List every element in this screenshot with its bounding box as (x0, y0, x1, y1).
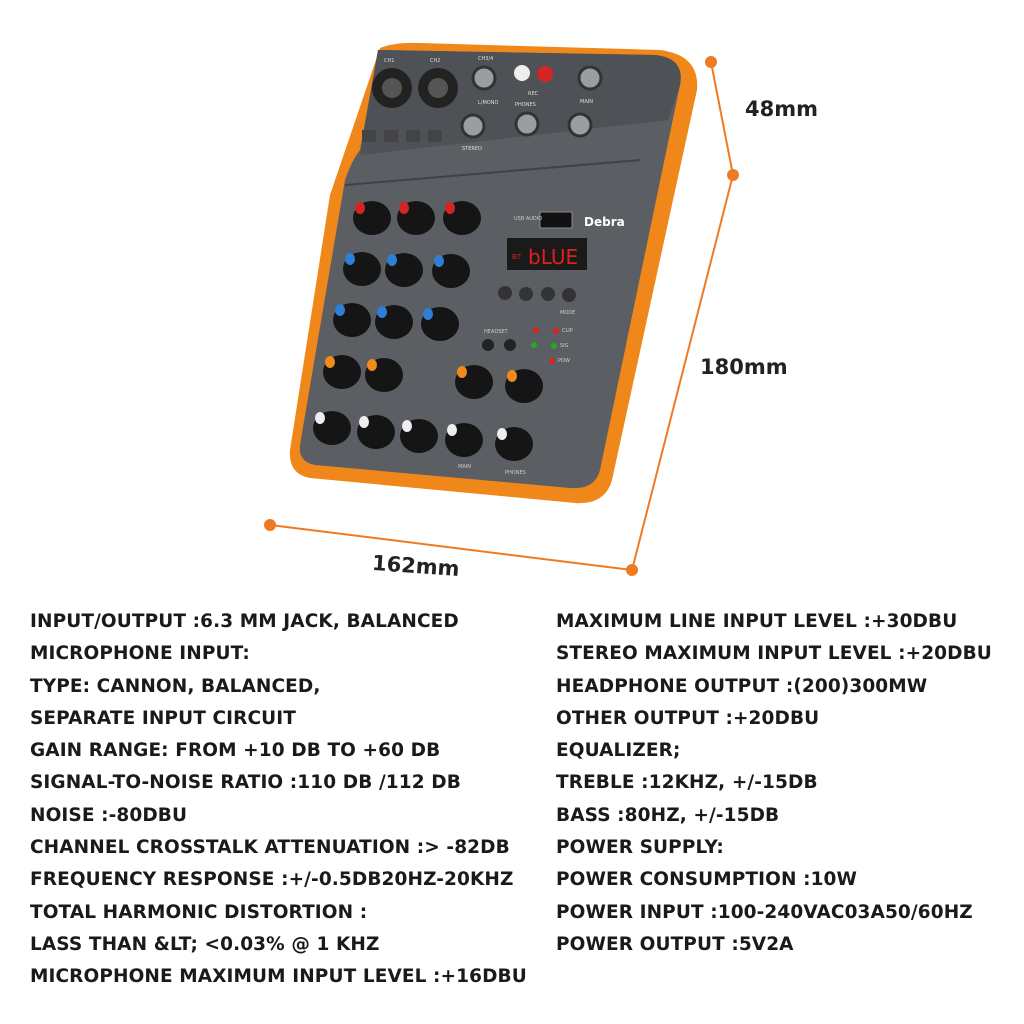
label-main: MAIN (580, 99, 593, 105)
display-prefix: BT (512, 253, 522, 261)
knob[interactable] (333, 303, 371, 337)
headset-jacks[interactable] (482, 339, 516, 351)
label-stereo: STEREO (462, 146, 482, 152)
knob[interactable] (397, 201, 435, 235)
brand-logo: Debra (584, 215, 625, 229)
knob[interactable] (375, 305, 413, 339)
spec-line: POWER INPUT :100-240VAC03A50/60HZ (556, 901, 973, 923)
knob[interactable] (421, 307, 459, 341)
label-ch2: CH2 (430, 58, 440, 64)
label-phones: PHONES (515, 102, 536, 108)
led-sig-label: SIG (560, 343, 569, 349)
spec-line: MICROPHONE INPUT: (30, 643, 250, 665)
specs-right-column: MAXIMUM LINE INPUT LEVEL :+30DBU STEREO M… (556, 606, 992, 961)
label-rec: REC (528, 91, 539, 97)
spec-line: HEADPHONE OUTPUT :(200)300MW (556, 675, 928, 697)
status-leds (531, 327, 559, 364)
headset-label: HEADSET (484, 329, 509, 335)
knob[interactable] (313, 411, 351, 445)
spec-line: POWER OUTPUT :5V2A (556, 933, 794, 955)
usb-port[interactable] (539, 211, 573, 229)
hiz-phantom-switches[interactable] (362, 130, 442, 142)
xlr-inputs[interactable] (372, 68, 458, 108)
dimension-depth: 180mm (700, 355, 788, 379)
spec-line: EQUALIZER; (556, 740, 681, 762)
led-clip-label: CLIP (562, 328, 573, 334)
knob[interactable] (455, 365, 493, 399)
knob[interactable] (353, 201, 391, 235)
knob[interactable] (365, 358, 403, 392)
knob[interactable] (400, 419, 438, 453)
spec-line: MAXIMUM LINE INPUT LEVEL :+30DBU (556, 611, 958, 632)
led-pow-label: POW (558, 358, 570, 364)
jack-inputs[interactable] (460, 65, 603, 139)
specs-left-column: INPUT/OUTPUT :6.3 MM JACK, BALANCED MICRO… (30, 606, 527, 994)
dimension-height: 48mm (745, 97, 818, 121)
label-ch1: CH1 (384, 58, 394, 64)
spec-line: TYPE: CANNON, BALANCED, (30, 675, 321, 697)
spec-line: CHANNEL CROSSTALK ATTENUATION :> -82DB (30, 837, 510, 859)
knob[interactable] (445, 423, 483, 457)
spec-line: BASS :80HZ, +/-15DB (556, 804, 780, 826)
spec-line: FREQUENCY RESPONSE :+/-0.5DB20HZ-20KHZ (30, 869, 514, 891)
dimension-lines (264, 56, 739, 576)
label-ch34: CH3/4 (478, 56, 493, 62)
rca-rec-jacks[interactable] (514, 65, 553, 82)
knob[interactable] (432, 254, 470, 288)
spec-line: OTHER OUTPUT :+20DBU (556, 707, 820, 729)
spec-line: TREBLE :12KHZ, +/-15DB (556, 772, 818, 794)
knob[interactable] (343, 252, 381, 286)
knob[interactable] (385, 253, 423, 287)
knobs[interactable] (313, 201, 543, 461)
mode-label: MODE (560, 310, 575, 316)
spec-line: TOTAL HARMONIC DISTORTION : (30, 901, 368, 923)
spec-line: POWER SUPPLY: (556, 837, 724, 859)
spec-line: STEREO MAXIMUM INPUT LEVEL :+20DBU (556, 643, 992, 665)
spec-line: LASS THAN &LT; <0.03% @ 1 KHZ (30, 933, 380, 955)
media-buttons[interactable] (498, 286, 576, 302)
spec-line: GAIN RANGE: FROM +10 DB TO +60 DB (30, 740, 441, 762)
spec-line: MICROPHONE MAXIMUM INPUT LEVEL :+16DBU (30, 966, 527, 988)
knob[interactable] (323, 355, 361, 389)
mixer-product-image: CH1 CH2 CH3/4 REC PHONES MAIN L/MONO STE… (264, 42, 739, 576)
spec-line: SIGNAL-TO-NOISE RATIO :110 DB /112 DB (30, 772, 461, 794)
spec-line: NOISE :-80DBU (30, 804, 188, 826)
led-display (507, 238, 587, 270)
label-lmono: L/MONO (478, 100, 498, 106)
spec-line: INPUT/OUTPUT :6.3 MM JACK, BALANCED (30, 611, 459, 632)
knob[interactable] (505, 369, 543, 403)
knob[interactable] (495, 427, 533, 461)
knob[interactable] (357, 415, 395, 449)
usb-label: USB AUDIO (514, 216, 542, 222)
knob[interactable] (443, 201, 481, 235)
bottom-main-label: MAIN (458, 464, 471, 470)
display-text: bLUE (528, 245, 578, 269)
bottom-phones-label: PHONES (505, 470, 526, 476)
spec-line: POWER CONSUMPTION :10W (556, 869, 858, 891)
spec-line: SEPARATE INPUT CIRCUIT (30, 707, 296, 729)
